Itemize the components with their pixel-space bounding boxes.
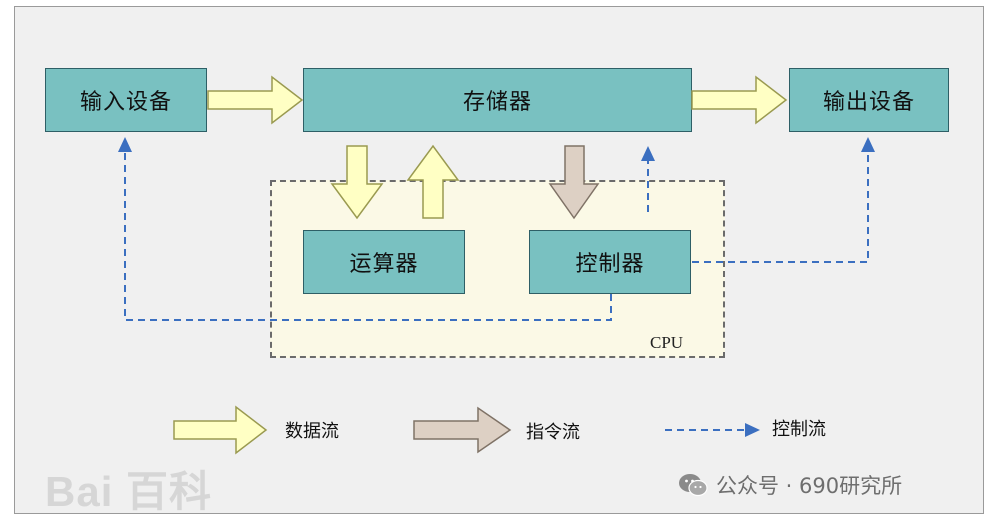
input-device-node: 输入设备 bbox=[45, 68, 207, 132]
wechat-watermark: 公众号 · 690研究所 bbox=[678, 470, 902, 500]
legend-control-flow-label: 控制流 bbox=[772, 419, 826, 440]
legend-instruction-flow-label: 指令流 bbox=[526, 422, 580, 443]
legend-data-flow-label: 数据流 bbox=[285, 421, 339, 442]
controller-node: 控制器 bbox=[529, 230, 691, 294]
output-device-node: 输出设备 bbox=[789, 68, 949, 132]
memory-node: 存储器 bbox=[303, 68, 692, 132]
alu-node: 运算器 bbox=[303, 230, 465, 294]
wechat-icon bbox=[679, 474, 708, 497]
wechat-watermark-text: 公众号 · 690研究所 bbox=[716, 474, 903, 498]
cpu-label: CPU bbox=[650, 333, 684, 352]
baidu-watermark: Bai 百科 bbox=[45, 468, 213, 515]
